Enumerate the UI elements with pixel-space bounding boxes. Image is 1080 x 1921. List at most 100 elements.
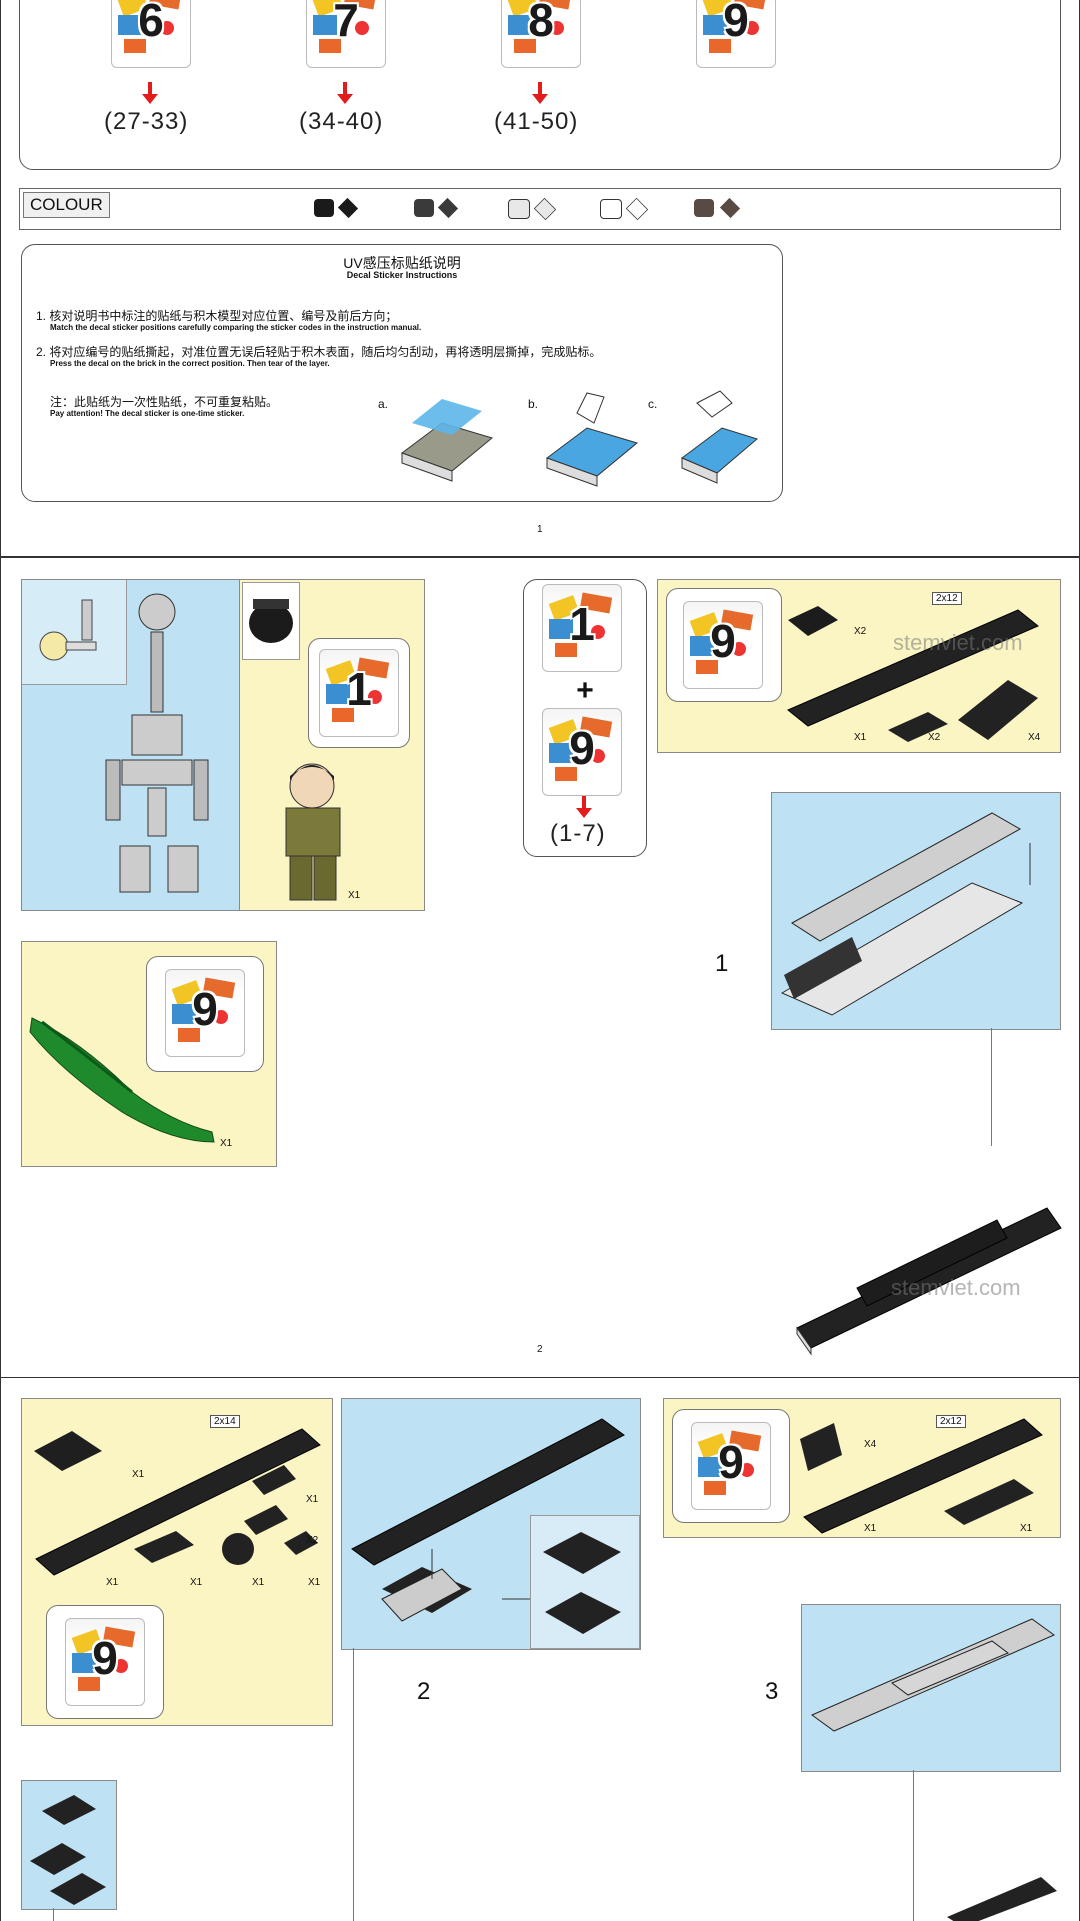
decal-note-cn: 注：此贴纸为一次性贴纸，不可重复粘贴。 [50, 395, 279, 409]
parts-illustration [787, 606, 1039, 742]
brick-assembly-illustration [351, 1418, 625, 1622]
decal-step2-cn: 2. 将对应编号的贴纸撕起，对准位置无误后轻贴于积木表面，随后均匀刮动，再将透明… [36, 345, 602, 359]
bag-icon: 9 [542, 708, 622, 796]
bag-icon: 1 [542, 584, 622, 672]
minifigure-panel: 1 X1 [239, 579, 425, 911]
parts-list-panel: 2x14 X1 X1 X2 X1 X1 X1 X1 9 [21, 1398, 333, 1726]
step-number: 1 [715, 950, 729, 977]
quantity-label: X1 [1020, 1523, 1033, 1534]
bag-icon: 9 [683, 601, 763, 689]
quantity-label: X2 [854, 626, 867, 637]
connector-line [991, 1028, 992, 1146]
manual-page-3: 2x14 X1 X1 X2 X1 X1 X1 X1 9 [0, 1377, 1080, 1921]
colour-swatch-brown-tile [719, 197, 741, 219]
watermark: stemviet.com [891, 1275, 1021, 1300]
decal-note-en: Pay attention! The decal sticker is one-… [50, 409, 245, 418]
colour-swatch-lightgray-tile [533, 197, 557, 221]
manual-page-1: 6 (27-33) 7 (34-40) 8 (41-50) 9 COLOUR [0, 0, 1080, 557]
colour-legend: COLOUR [19, 188, 1061, 230]
colour-swatch-darkgray-stud [414, 199, 434, 217]
watermark: stemviet.com [893, 630, 1023, 655]
decal-subtitle: Decal Sticker Instructions [346, 270, 458, 280]
step-number: 3 [765, 1678, 779, 1705]
decal-title: UV感压标贴纸说明 [343, 255, 461, 271]
parts-illustration [800, 1418, 1043, 1534]
bag-frame: 9 [666, 588, 782, 702]
bag-number: 9 [710, 615, 736, 667]
bag-number: 9 [718, 1436, 744, 1488]
parts-list-panel: 9 2x12 X2 X1 X2 X4 [657, 579, 1061, 753]
page-number: 2 [537, 1344, 543, 1355]
colour-swatch-white-tile [625, 197, 649, 221]
connector-line [353, 1648, 354, 1921]
quantity-label: X1 [190, 1577, 203, 1588]
quantity-label: X1 [220, 1138, 233, 1149]
sub-assembly-inset [530, 1515, 640, 1649]
quantity-label: X1 [308, 1577, 321, 1588]
bag-number: 7 [333, 0, 359, 46]
size-tag: 2x14 [210, 1415, 240, 1428]
quantity-label: X1 [854, 732, 867, 743]
size-tag: 2x12 [932, 592, 962, 605]
bag-frame: 9 [672, 1409, 790, 1523]
quantity-label: X1 [306, 1494, 319, 1505]
bag-icon: 8 [501, 0, 581, 68]
step-range: (41-50) [494, 108, 579, 135]
decal-step-b: b. [528, 397, 539, 411]
brick-pair-icon [543, 1532, 621, 1634]
quantity-label: X1 [132, 1469, 145, 1480]
quantity-label: X1 [348, 890, 361, 901]
brick-assembly-illustration [810, 1618, 1056, 1732]
step-range: (1-7) [550, 820, 606, 847]
bag-icon: 1 [319, 649, 399, 737]
bag-icon: 9 [165, 969, 245, 1057]
accessory-inset [22, 580, 127, 685]
decal-illustration [400, 390, 759, 487]
colour-swatch-brown-stud [694, 199, 714, 217]
figure-assembly-panel [21, 579, 241, 911]
bag-icon: 9 [696, 0, 776, 68]
colour-swatch-white-stud [600, 199, 622, 219]
connector-line [53, 1908, 54, 1921]
colour-label: COLOUR [23, 192, 110, 218]
quantity-label: X4 [1028, 732, 1041, 743]
decal-step-a: a. [378, 397, 389, 411]
bag-number: 9 [569, 722, 595, 774]
decal-step1-en: Match the decal sticker positions carefu… [50, 323, 422, 332]
colour-swatch-black-stud [314, 199, 334, 217]
bag-icon: 6 [111, 0, 191, 68]
bag-number: 9 [92, 1632, 118, 1684]
brick-pair-icon [30, 1795, 106, 1905]
parts-list-panel: 9 2x12 X4 X1 X1 [663, 1398, 1061, 1538]
bag-number: 6 [138, 0, 164, 46]
crocodile-icon [29, 1017, 215, 1143]
connector-line [913, 1770, 914, 1921]
quantity-label: X4 [864, 1439, 877, 1450]
quantity-label: X1 [106, 1577, 119, 1588]
bag-number: 1 [569, 598, 595, 650]
bag-icon: 9 [65, 1618, 145, 1706]
step-result-illustration [947, 1877, 1057, 1921]
colour-swatch-darkgray-tile [437, 197, 459, 219]
bag-icon: 7 [306, 0, 386, 68]
plus-sign: + [576, 674, 594, 707]
parts-illustration [34, 1428, 321, 1576]
bag-combination-panel: 1 + 9 (1-7) [523, 579, 647, 857]
colour-swatch-black-tile [337, 197, 359, 219]
bag-number: 1 [346, 663, 372, 715]
step-1-result-illustration [796, 1207, 1062, 1356]
helmet-inset [242, 582, 300, 660]
page-number: 1 [537, 524, 543, 535]
bag-number: 9 [192, 983, 218, 1035]
step-range: (34-40) [299, 108, 384, 135]
bag-icon: 9 [691, 1422, 771, 1510]
decal-step2-en: Press the decal on the brick in the corr… [50, 359, 330, 368]
bag-number: 9 [723, 0, 749, 46]
helmet-icon [249, 599, 293, 643]
quantity-label: X2 [306, 1535, 319, 1546]
colour-swatch-lightgray-stud [508, 199, 530, 219]
decal-instructions-panel: UV感压标贴纸说明 Decal Sticker Instructions 1. … [21, 244, 783, 502]
decal-step-c: c. [648, 397, 658, 411]
step-range: (27-33) [104, 108, 189, 135]
quantity-label: X1 [864, 1523, 877, 1534]
